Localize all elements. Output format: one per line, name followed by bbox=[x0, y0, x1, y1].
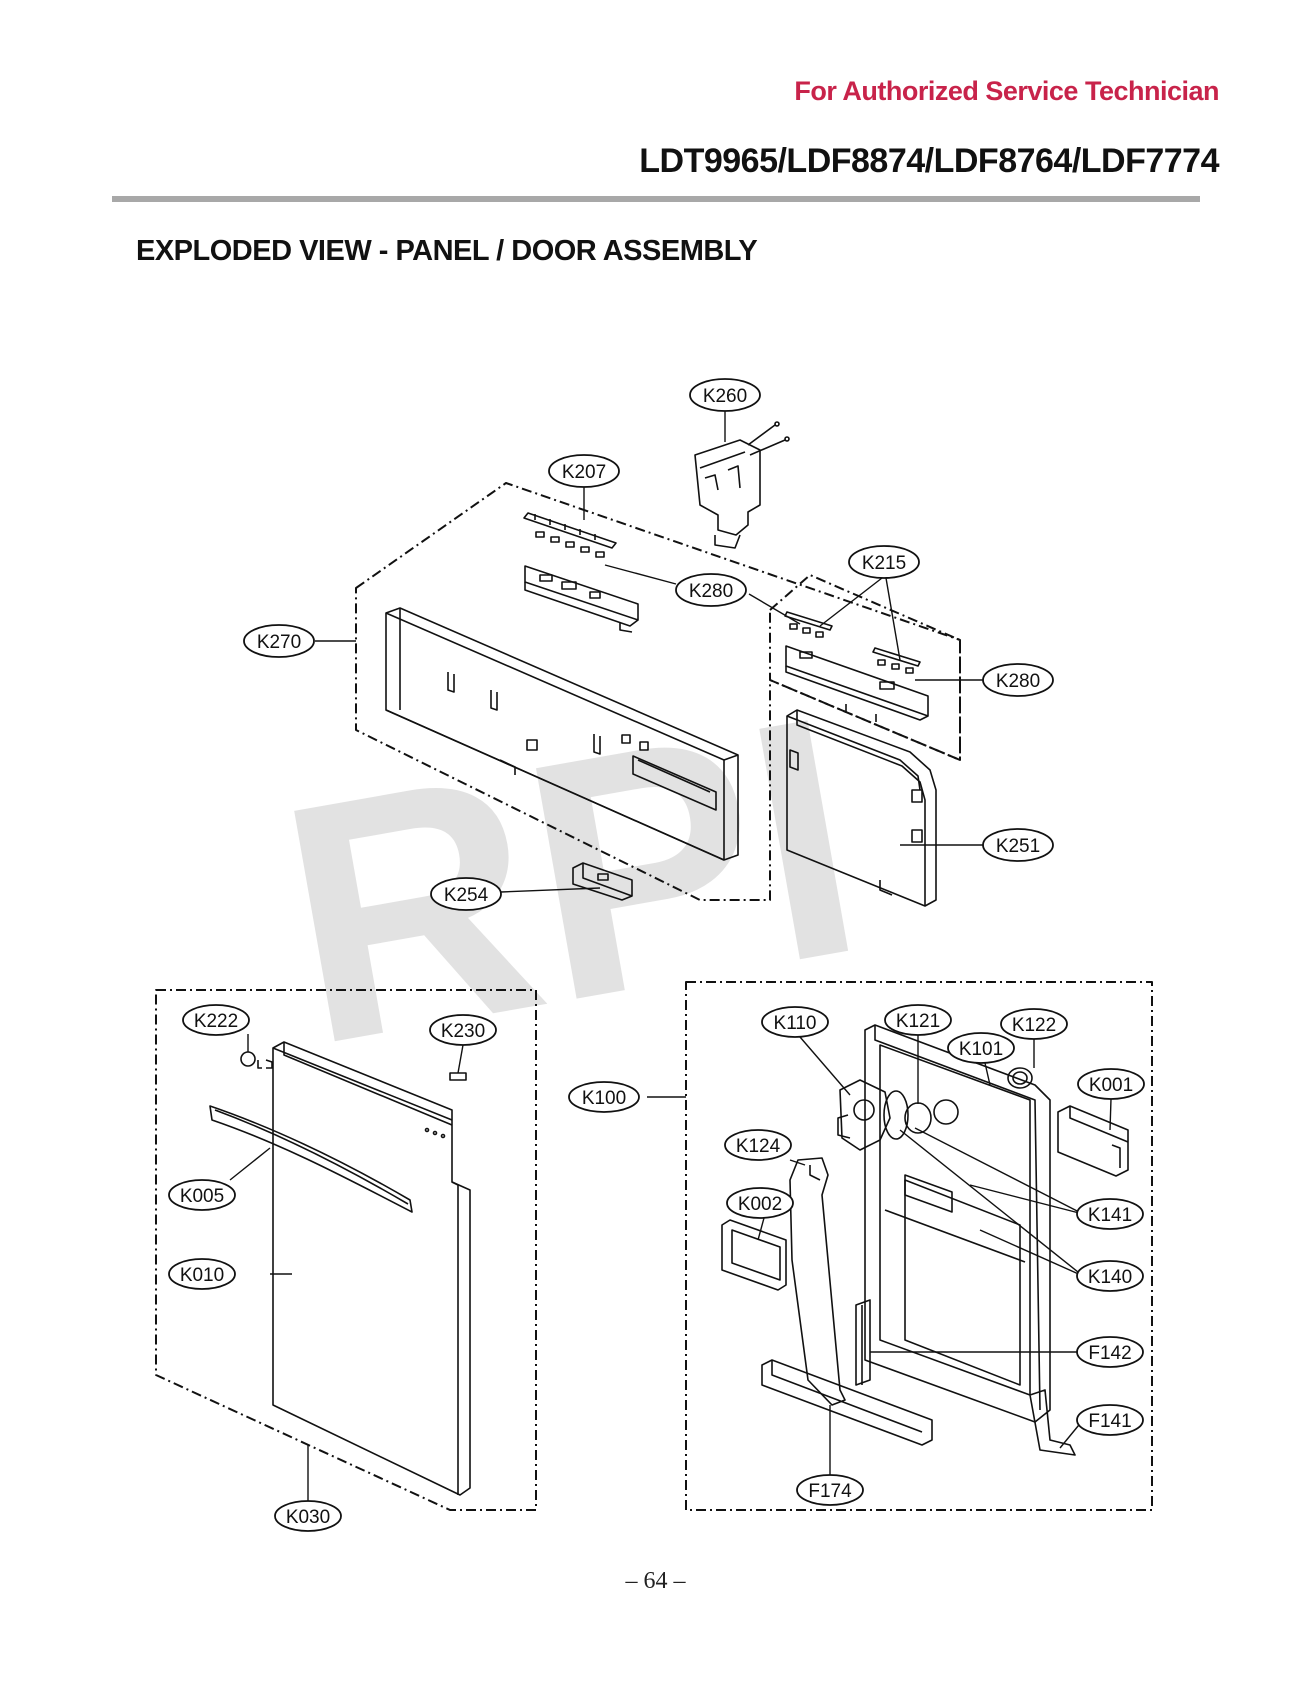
svg-text:K215: K215 bbox=[862, 553, 906, 574]
header-divider bbox=[112, 196, 1200, 202]
callout-k100: K100 bbox=[568, 1081, 640, 1113]
svg-text:K260: K260 bbox=[703, 386, 747, 407]
callout-k124: K124 bbox=[724, 1129, 792, 1161]
callout-k101: K101 bbox=[947, 1032, 1015, 1064]
svg-text:K124: K124 bbox=[736, 1136, 781, 1157]
k010-door-panel bbox=[272, 1041, 471, 1496]
callout-k280-left: K280 bbox=[675, 573, 747, 607]
callout-k280-right: K280 bbox=[982, 663, 1054, 697]
k002-plate bbox=[721, 1219, 787, 1291]
f174-strip bbox=[761, 1359, 933, 1446]
callout-k002: K002 bbox=[726, 1187, 794, 1219]
f141-hinge bbox=[1029, 1389, 1076, 1456]
svg-text:K001: K001 bbox=[1089, 1075, 1133, 1096]
callout-f141: F141 bbox=[1076, 1404, 1144, 1436]
svg-text:K222: K222 bbox=[194, 1011, 238, 1032]
svg-text:K141: K141 bbox=[1088, 1205, 1132, 1226]
callout-k215: K215 bbox=[848, 545, 920, 579]
svg-text:K005: K005 bbox=[180, 1186, 224, 1207]
svg-text:K270: K270 bbox=[257, 632, 301, 653]
sub-control-board bbox=[785, 645, 929, 722]
svg-text:K002: K002 bbox=[738, 1194, 782, 1215]
k122-vent bbox=[1007, 1067, 1033, 1089]
svg-text:F141: F141 bbox=[1088, 1411, 1131, 1432]
callout-k001: K001 bbox=[1077, 1068, 1145, 1100]
svg-text:K101: K101 bbox=[959, 1039, 1003, 1060]
leader-lines bbox=[229, 408, 1112, 1502]
svg-text:F174: F174 bbox=[808, 1481, 852, 1502]
k251-control-cover bbox=[786, 709, 937, 907]
callout-k222: K222 bbox=[182, 1004, 250, 1036]
callout-k251: K251 bbox=[982, 828, 1054, 862]
callout-k270: K270 bbox=[243, 624, 315, 658]
svg-text:K280: K280 bbox=[689, 581, 733, 602]
callout-k260: K260 bbox=[689, 378, 761, 412]
page-number: – 64 – bbox=[625, 1568, 686, 1594]
callout-k207: K207 bbox=[548, 454, 620, 488]
callout-f174: F174 bbox=[796, 1474, 864, 1506]
svg-text:K010: K010 bbox=[180, 1265, 224, 1286]
k207-part bbox=[523, 512, 617, 558]
k270-front-panel bbox=[385, 607, 739, 861]
svg-text:K207: K207 bbox=[562, 462, 606, 483]
k222-logo bbox=[240, 1051, 273, 1069]
callout-k254: K254 bbox=[430, 877, 502, 911]
svg-text:K100: K100 bbox=[582, 1088, 626, 1109]
k254-part bbox=[572, 862, 633, 901]
callout-k030: K030 bbox=[274, 1500, 342, 1532]
callout-k010: K010 bbox=[168, 1258, 236, 1290]
callout-k122: K122 bbox=[1000, 1008, 1068, 1040]
svg-text:K254: K254 bbox=[444, 885, 489, 906]
k001-module bbox=[1057, 1105, 1129, 1177]
svg-text:K030: K030 bbox=[286, 1507, 330, 1528]
callout-k005: K005 bbox=[168, 1179, 236, 1211]
k121-gasket bbox=[904, 1102, 932, 1134]
callout-k230: K230 bbox=[429, 1014, 497, 1046]
k215-part bbox=[784, 611, 921, 674]
k005-handle bbox=[209, 1105, 413, 1213]
svg-text:K280: K280 bbox=[996, 671, 1040, 692]
main-control-board bbox=[524, 565, 639, 633]
outer-door-boundary bbox=[155, 989, 537, 1511]
section-title: EXPLODED VIEW - PANEL / DOOR ASSEMBLY bbox=[136, 235, 758, 267]
svg-text:F142: F142 bbox=[1088, 1343, 1131, 1364]
svg-text:K251: K251 bbox=[996, 836, 1040, 857]
svg-text:K110: K110 bbox=[774, 1013, 817, 1034]
f142-hinge bbox=[855, 1299, 871, 1386]
svg-text:K230: K230 bbox=[441, 1021, 485, 1042]
callout-k140: K140 bbox=[1076, 1260, 1144, 1292]
k260-part bbox=[694, 421, 790, 549]
callout-k141: K141 bbox=[1076, 1198, 1144, 1230]
inner-door-boundary bbox=[685, 981, 1153, 1511]
k101-inner-door bbox=[864, 1024, 1051, 1423]
svg-text:K140: K140 bbox=[1088, 1267, 1132, 1288]
callout-k121: K121 bbox=[884, 1004, 952, 1036]
callout-f142: F142 bbox=[1076, 1336, 1144, 1368]
model-numbers: LDT9965/LDF8874/LDF8764/LDF7774 bbox=[639, 142, 1219, 180]
k110-dispenser bbox=[837, 1079, 909, 1151]
service-technician-note: For Authorized Service Technician bbox=[794, 76, 1219, 106]
svg-text:K122: K122 bbox=[1012, 1015, 1056, 1036]
k124-hose bbox=[789, 1157, 846, 1406]
control-boundary bbox=[769, 574, 961, 761]
callout-k110: K110 bbox=[761, 1006, 829, 1038]
svg-text:K121: K121 bbox=[896, 1011, 940, 1032]
